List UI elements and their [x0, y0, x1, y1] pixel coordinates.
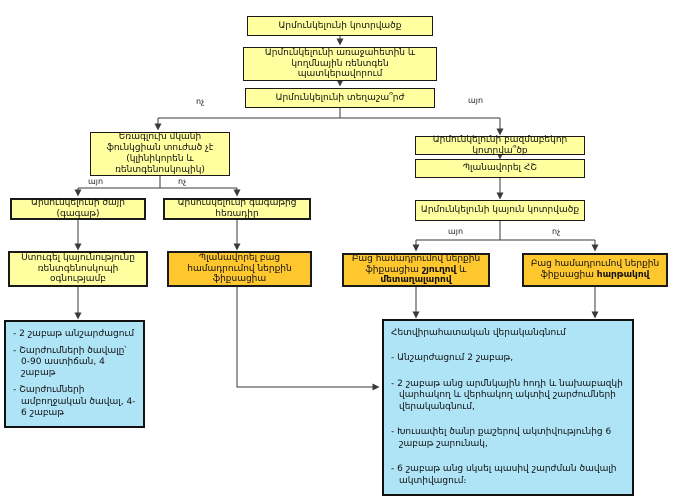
bullet-item: - Խուսափել ծանր քաշերով ակտիվությունից 6… [391, 427, 612, 449]
node-plan-orif: Պլանավորել բաց համադրումով ներքին ֆիքսաց… [167, 251, 312, 287]
bullet-item: - Շարժումների ծավալը՝ 0-90 աստիճան, 4 շա… [13, 345, 127, 379]
bullet-item: - 2 շաբաթ անշարժացում [13, 329, 135, 339]
bullet-item: - 2 շաբաթ անց արմնկային հոդի և նախաբազկի… [391, 379, 623, 412]
bullet-item: - Շարժումների ամբողջական ծավալ, 4-6 շաբա… [13, 385, 136, 418]
orif-pin-text: Բաց համադրումով ներքին ֆիքսացիա շյուղով … [351, 253, 481, 286]
edge-label-yes: այո [468, 96, 484, 105]
node-plan-ct: Պլանավորել ՀՇ [415, 159, 585, 178]
rehab-bullets: - Անշարժացում 2 շաբաթ, - 2 շաբաթ անց արմ… [391, 353, 625, 487]
bullet-item: - Անշարժացում 2 շաբաթ, [391, 353, 514, 364]
node-triceps-function: Եռագլուխ մկանի ֆունկցիան տուժած չէ (կլին… [90, 132, 230, 176]
orif-plate-text: Բաց համադրումով ներքին ֆիքսացիա հարթակով [530, 259, 660, 280]
node-comminuted-question: Արմունկելունի բազմաբեկոր կոտրվա՞ծք [415, 135, 585, 156]
node-displacement-question: Արմունկելունի տեղաշա՞րժ [245, 88, 435, 108]
rehab-title: Հետվիրահատական վերականգնում [391, 328, 566, 338]
node-orif-pin-wire: Բաց համադրումով ներքին ֆիքսացիա շյուղով … [342, 253, 490, 287]
node-xray-imaging: Արմունկելունի առաջահետին և կողմնային ռեն… [243, 47, 437, 81]
box-conservative-protocol: - 2 շաբաթ անշարժացում - Շարժումների ծավա… [4, 320, 145, 428]
edge-label-no: ոչ [178, 177, 187, 186]
edge-label-no: ոչ [196, 97, 205, 106]
node-orif-plate: Բաց համադրումով ներքին ֆիքսացիա հարթակով [522, 253, 668, 287]
edge-label-yes: այո [88, 177, 104, 186]
box-postop-rehab: Հետվիրահատական վերականգնում - Անշարժացու… [382, 319, 634, 496]
node-check-stability: Ստուգել կայունությունը ռենտգենոսկոպի օգն… [8, 251, 148, 287]
node-distal-from-apex: Արմունկելունի գագաթից հեռադիր [163, 198, 311, 220]
bullet-item: - 6 շաբաթ անց սկսել պասիվ շարժման ծավալի… [391, 464, 617, 486]
edge-label-yes: այո [448, 227, 464, 236]
node-olecranon-fracture: Արմունկելունի կոտրվածք [247, 16, 433, 36]
edge-label-no: ոչ [552, 227, 561, 236]
node-tip-apex: Արմունկելունի ծայր (գագաթ) [10, 198, 146, 220]
node-stable-fracture: Արմունկելունի կայուն կոտրվածք [415, 200, 585, 221]
